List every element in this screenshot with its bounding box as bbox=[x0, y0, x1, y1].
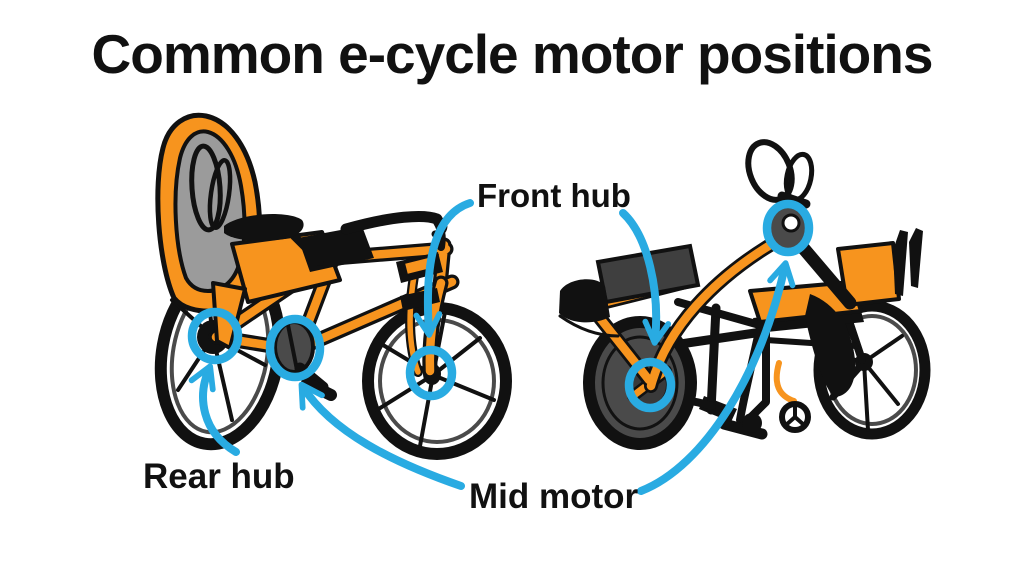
mid-motor-label: Mid motor bbox=[469, 477, 639, 516]
child-seat-harness bbox=[189, 143, 223, 233]
front-hub-label: Front hub bbox=[477, 177, 631, 214]
mid-motor-arrow-left bbox=[298, 381, 465, 490]
front-hub-arrow-left bbox=[413, 199, 474, 338]
mid-motor-arrow-right bbox=[637, 260, 796, 495]
front-hub-arrow-right bbox=[619, 209, 672, 346]
frame-bag bbox=[559, 279, 610, 323]
wheelchair-frame bbox=[718, 308, 866, 440]
mid-motor-highlight-circle bbox=[265, 314, 325, 382]
motor-position-annotations bbox=[187, 199, 814, 495]
bicycle-saddle bbox=[224, 214, 324, 266]
rear-hub-highlight-circle bbox=[187, 307, 243, 365]
child-seat bbox=[155, 112, 374, 350]
seat-drape bbox=[805, 294, 856, 397]
front-hub-highlight-circle-bicycle bbox=[405, 345, 457, 401]
rear-hub-arrow bbox=[188, 363, 240, 456]
rear-hub-label: Rear hub bbox=[143, 457, 295, 496]
front-hub-highlight-circle-handcycle bbox=[624, 357, 676, 413]
push-handle bbox=[893, 230, 908, 296]
page-title: Common e-cycle motor positions bbox=[91, 23, 934, 85]
mid-motor-highlight-circle-handcycle bbox=[762, 199, 814, 257]
handcycle-crank bbox=[745, 139, 857, 310]
